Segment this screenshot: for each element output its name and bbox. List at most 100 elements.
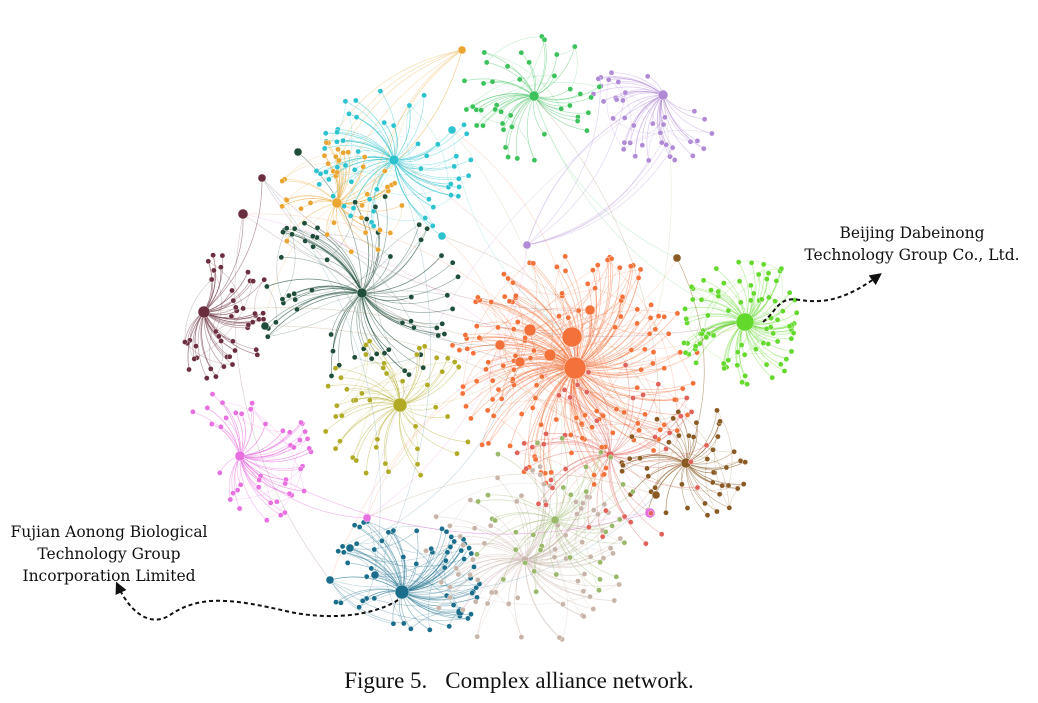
network-node — [455, 193, 462, 199]
network-node — [643, 540, 649, 547]
network-node — [574, 511, 580, 517]
network-node — [353, 114, 360, 120]
network-node — [444, 292, 451, 299]
network-edge — [359, 526, 403, 593]
network-edge — [366, 244, 528, 519]
network-node — [580, 588, 587, 595]
network-node — [583, 488, 590, 495]
network-edge — [528, 367, 576, 468]
network-edge — [524, 559, 620, 587]
network-node — [453, 565, 460, 572]
network-edge — [338, 546, 451, 562]
network-node — [567, 394, 573, 401]
network-node — [290, 444, 297, 451]
network-node — [455, 571, 462, 578]
network-node — [693, 359, 699, 366]
network-edge — [554, 454, 611, 521]
network-node — [249, 400, 255, 406]
network-edge — [535, 457, 611, 592]
network-edge — [594, 287, 694, 384]
network-node — [355, 148, 362, 155]
network-edge — [543, 367, 576, 484]
network-edge — [574, 367, 654, 451]
network-edge — [600, 76, 664, 96]
network-edge — [267, 292, 363, 337]
network-edge — [574, 258, 613, 369]
network-edge — [554, 557, 569, 640]
network-edge — [305, 240, 363, 294]
network-node — [226, 353, 233, 360]
network-node — [382, 460, 389, 467]
network-edge — [239, 451, 312, 463]
network-edge — [361, 292, 439, 336]
network-edge — [354, 354, 421, 364]
network-node — [232, 304, 239, 311]
network-subhub — [293, 147, 303, 157]
network-edge — [361, 255, 442, 294]
network-node — [637, 455, 643, 462]
network-node — [474, 633, 481, 640]
network-edge — [505, 95, 535, 148]
network-node — [590, 606, 597, 612]
network-edge — [524, 556, 591, 567]
network-hub — [657, 89, 669, 101]
network-node — [373, 186, 380, 193]
network-node — [435, 605, 442, 611]
network-node — [683, 316, 690, 322]
network-edge — [361, 196, 388, 294]
network-node — [460, 383, 466, 390]
network-node — [465, 439, 471, 445]
network-edge — [686, 322, 738, 366]
network-node — [559, 290, 565, 297]
network-node — [518, 411, 525, 417]
network-edge — [365, 404, 401, 474]
network-edge — [361, 228, 428, 294]
network-node — [479, 441, 485, 448]
network-node — [710, 332, 717, 339]
network-edge — [533, 95, 661, 496]
network-node — [413, 561, 420, 567]
network-node — [416, 345, 423, 352]
network-node — [280, 229, 286, 235]
network-edge — [374, 541, 455, 576]
network-edge — [516, 501, 529, 561]
network-node — [505, 154, 511, 160]
network-node — [694, 484, 701, 491]
network-node — [332, 413, 339, 420]
network-edge — [312, 235, 363, 294]
network-edge — [401, 528, 443, 593]
network-edge — [239, 455, 268, 521]
network-node — [690, 380, 696, 387]
network-edge — [209, 290, 233, 369]
network-node — [644, 465, 650, 472]
network-node — [286, 490, 293, 497]
network-node — [421, 343, 428, 350]
network-node — [558, 106, 565, 112]
network-edge — [305, 240, 363, 294]
network-node — [321, 152, 328, 159]
network-edge — [337, 131, 395, 161]
network-node — [522, 335, 529, 341]
network-node — [473, 323, 480, 329]
network-node — [382, 193, 388, 200]
network-edge — [239, 423, 303, 457]
network-node — [597, 559, 603, 566]
network-node — [360, 163, 367, 170]
network-edge — [573, 367, 607, 469]
network-node — [507, 112, 514, 119]
network-edge — [533, 263, 576, 369]
network-edge — [477, 297, 521, 363]
network-edge — [329, 579, 468, 621]
network-node — [351, 354, 358, 361]
network-edge — [295, 288, 363, 300]
network-node — [780, 308, 786, 314]
network-edge — [376, 183, 451, 196]
network-edge — [481, 367, 576, 445]
network-node — [283, 197, 290, 203]
network-node — [578, 420, 585, 427]
network-edge — [452, 340, 576, 369]
network-node — [537, 471, 544, 478]
network-edge — [220, 426, 272, 503]
network-node — [665, 330, 672, 337]
network-node — [531, 347, 537, 354]
